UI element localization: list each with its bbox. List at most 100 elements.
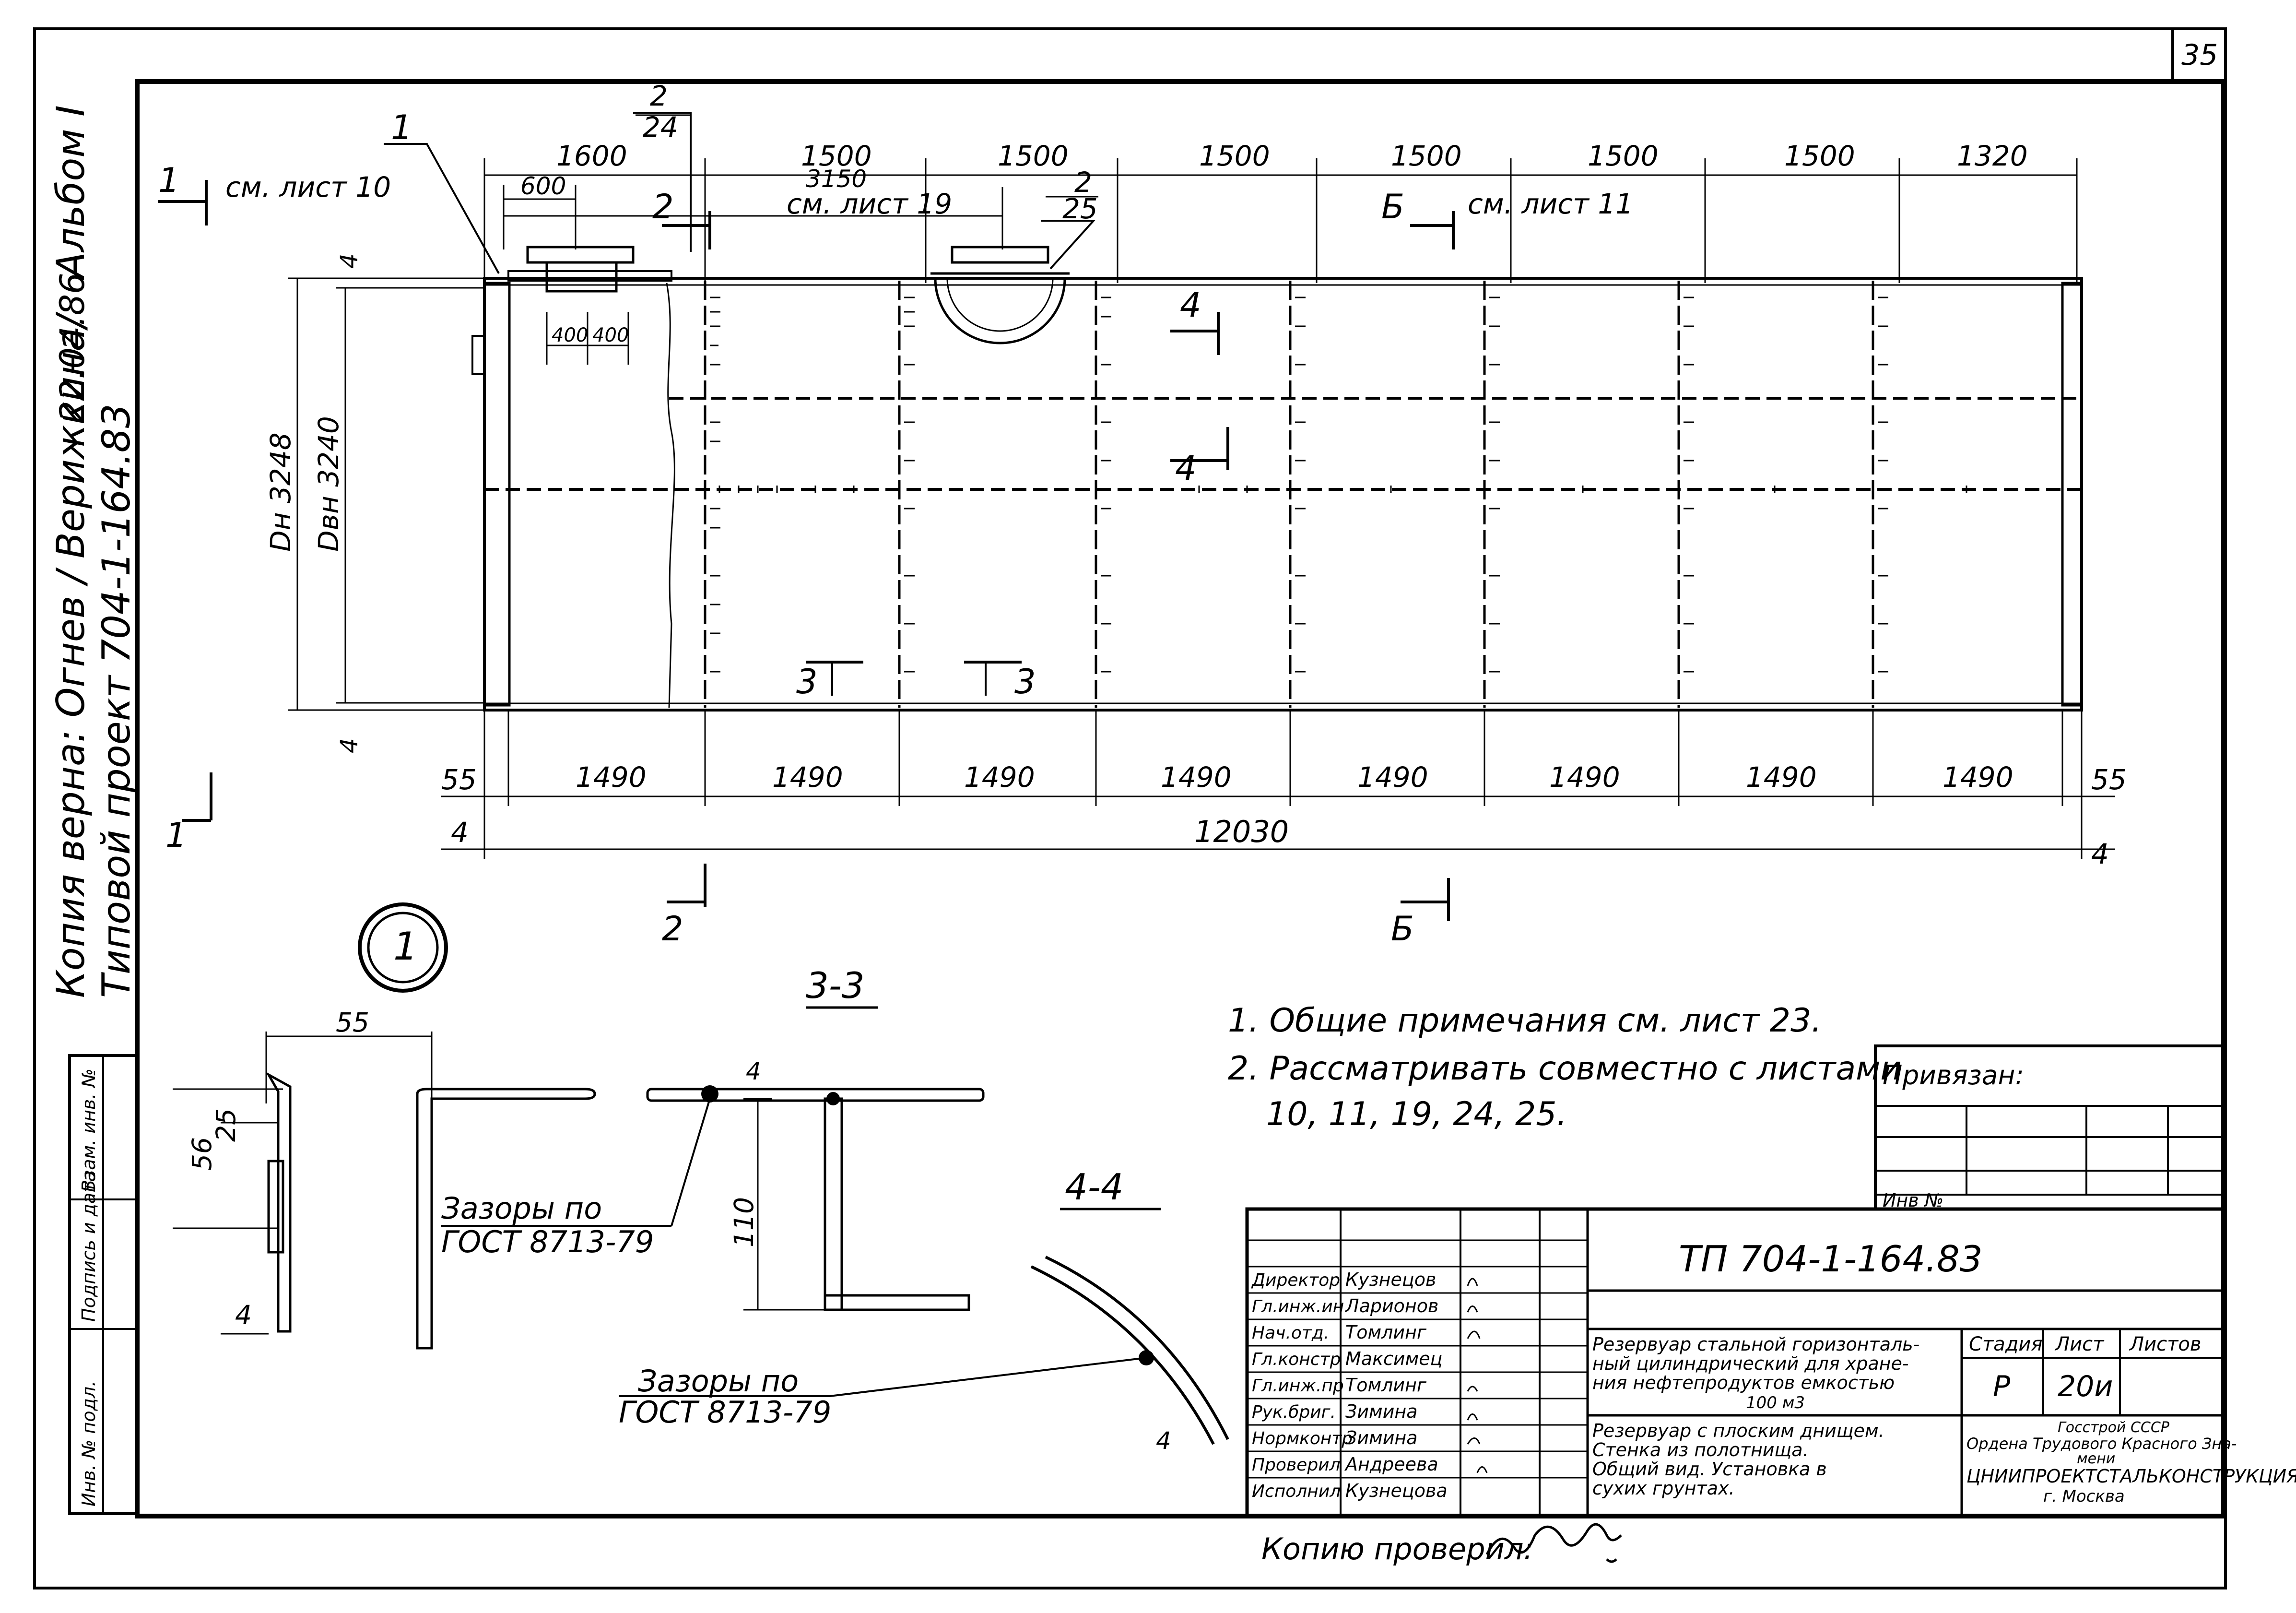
dim-bottom-4: 1490 (1161, 761, 1232, 794)
section-4-a: 4 (1180, 285, 1201, 325)
top-dim-chain (483, 158, 2078, 365)
strip-vzam: Взам. инв. № (78, 1068, 99, 1192)
role-6: Рук.бриг. (1252, 1402, 1336, 1422)
dim-top-7: 1500 (1784, 140, 1855, 172)
privyazan-label: Привязан: (1883, 1060, 2024, 1091)
section-1-bottom: 1 (165, 816, 187, 855)
right-head (2061, 282, 2083, 707)
dim-bottom-8: 1490 (1943, 761, 2013, 794)
callout-2-top: 2 (650, 80, 668, 112)
section-44-dim: 4 (1156, 1427, 1171, 1455)
note-2: 2. Рассматривать совместно с листами (1228, 1050, 1902, 1088)
dim-600: 600 (520, 172, 566, 200)
dim-4-right: 4 (2091, 838, 2109, 870)
section-33-dim-4: 4 (746, 1057, 761, 1085)
general-notes: 1. Общие примечания см. лист 23. 2. Расс… (1228, 1002, 1902, 1133)
dim-400a: 400 (552, 324, 588, 346)
section-4-b: 4 (1175, 449, 1197, 488)
copy-checked: Копию проверил: (1261, 1523, 1622, 1566)
desc-line2: ный цилиндрический для хране- (1592, 1353, 1909, 1374)
dim-dn: Dн 3248 (264, 432, 297, 552)
section-3-b: 3 (1014, 662, 1036, 701)
name-1: Кузнецов (1345, 1269, 1436, 1290)
section-33-title: 3-3 (806, 964, 865, 1007)
section-2-top-ref: см. лист 19 (787, 188, 952, 220)
bottom-dim-chain (441, 710, 2115, 859)
sheet-label: Лист (2054, 1333, 2105, 1355)
callout-2-bottom: 24 (643, 111, 678, 143)
desc-line4: 100 м3 (1746, 1393, 1805, 1412)
title-line4: сухих грунтах. (1592, 1478, 1735, 1499)
vertical-dims (288, 277, 484, 711)
dim-bottom-2: 1490 (772, 761, 843, 794)
dim-dvn: Dвн 3240 (312, 416, 345, 552)
dim-top-4: 1500 (1199, 140, 1270, 172)
callout-3-top: 2 (1074, 166, 1092, 199)
inner-frame (135, 79, 2226, 1518)
section-B-top-ref: см. лист 11 (1468, 188, 1633, 220)
project-code: ТП 704-1-164.83 (1679, 1238, 1982, 1280)
name-6: Зимина (1345, 1401, 1418, 1422)
copy-checked-signature (1485, 1523, 1622, 1563)
node-dim-56: 56 (187, 1137, 217, 1171)
dim-bottom-7: 1490 (1746, 761, 1817, 794)
dim-top-1: 1600 (556, 140, 627, 172)
name-5: Томлинг (1345, 1375, 1427, 1396)
margin-line1: Копия верна: Огнев / Верижкина/ (48, 311, 93, 998)
section-marks (158, 180, 1455, 921)
section-33-dim-110: 110 (729, 1197, 759, 1247)
name-9: Кузнецова (1345, 1480, 1448, 1501)
title-line2: Стенка из полотнища. (1592, 1439, 1809, 1460)
dim-top-2: 1500 (801, 140, 872, 172)
callout-leaders (384, 112, 1096, 274)
signatures (1467, 1278, 1488, 1473)
node-dim-25: 25 (211, 1108, 241, 1142)
gap-note-1-line2: ГОСТ 8713-79 (441, 1224, 654, 1259)
margin-notes: Копия верна: Огнев / Верижкина/ 22.04.86… (48, 105, 139, 998)
gap-note-1: Зазоры по ГОСТ 8713-79 (441, 1098, 711, 1259)
desc-line1: Резервуар стальной горизонталь- (1592, 1334, 1919, 1355)
dim-400b: 400 (592, 324, 629, 346)
sheets-label: Листов (2129, 1333, 2201, 1355)
node-dim-55: 55 (336, 1007, 369, 1038)
section-1-top-ref: см. лист 10 (225, 171, 391, 203)
tank-elevation: 1600 1500 1500 1500 1500 1500 1500 1320 … (158, 80, 2127, 949)
role-7: Нормконтр (1252, 1429, 1353, 1448)
role-8: Проверил (1252, 1455, 1341, 1475)
dim-55-right: 55 (2091, 763, 2127, 796)
copy-checked-label: Копию проверил: (1261, 1531, 1533, 1566)
dim-total: 12030 (1194, 814, 1289, 849)
desc-line3: ния нефтепродуктов емкостью (1592, 1372, 1895, 1393)
strip-sign: Подпись и дата (78, 1171, 99, 1322)
gap-note-1-line1: Зазоры по (441, 1191, 602, 1226)
sheet-number: 35 (2181, 38, 2218, 72)
org-line1: Госстрой СССР (2058, 1419, 2170, 1436)
dim-top-8: 1320 (1957, 140, 2028, 172)
role-3: Нач.отд. (1252, 1323, 1329, 1343)
margin-line3: Типовой проект 704-1-164.83 (94, 404, 139, 998)
role-4: Гл.констр (1252, 1350, 1341, 1369)
dim-top-5: 1500 (1391, 140, 1462, 172)
callout-3-bottom: 25 (1062, 192, 1098, 225)
vertical-seams (704, 281, 1874, 708)
note-1: 1. Общие примечания см. лист 23. (1228, 1002, 1822, 1040)
org-line2: Ордена Трудового Красного Зна- (1966, 1435, 2237, 1453)
dim-bottom-5: 1490 (1357, 761, 1428, 794)
callout-1: 1 (391, 108, 412, 147)
name-8: Андреева (1344, 1454, 1438, 1475)
role-5: Гл.инж.пр (1252, 1376, 1344, 1396)
sheet-value: 20и (2058, 1370, 2113, 1403)
section-B-bottom: Б (1391, 909, 1414, 949)
dim-bottom-6: 1490 (1549, 761, 1620, 794)
role-9: Исполнил (1252, 1482, 1341, 1501)
stage-label: Стадия (1969, 1333, 2042, 1355)
dim-bottom-1: 1490 (576, 761, 647, 794)
left-stamp-strip: Инв. № подл. Подпись и дата Взам. инв. № (68, 1054, 138, 1515)
strip-inv: Инв. № подл. (78, 1381, 99, 1506)
dim-55-left: 55 (441, 763, 477, 796)
manhole-25 (930, 246, 1070, 344)
node-dim-4: 4 (235, 1300, 252, 1330)
note-3: 10, 11, 19, 24, 25. (1266, 1095, 1567, 1133)
dim-bottom-3: 1490 (964, 761, 1035, 794)
